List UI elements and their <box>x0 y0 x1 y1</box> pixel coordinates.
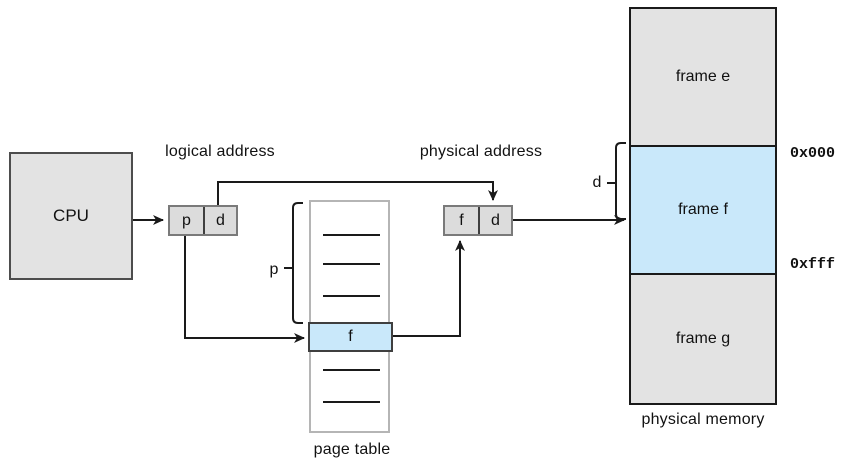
physical-memory-caption: physical memory <box>641 411 765 428</box>
frame-end-address: 0xfff <box>790 256 836 273</box>
logical-address-caption: logical address <box>165 143 275 160</box>
d-bracket-label: d <box>592 174 602 191</box>
page-table-box <box>309 200 390 433</box>
frame-f-label: frame f <box>678 201 728 218</box>
logical-p-cell: p <box>182 211 191 229</box>
page-table-caption: page table <box>313 441 391 458</box>
page-table-highlighted-entry: f <box>308 322 393 352</box>
physical-memory-box: frame e frame f frame g <box>629 7 777 405</box>
physical-d-cell: d <box>478 207 511 234</box>
memory-frame-g: frame g <box>631 275 775 403</box>
arrow-page-table-entry-to-physical-f <box>393 240 465 337</box>
page-table-entry-line <box>323 401 380 403</box>
physical-f-cell: f <box>459 211 464 229</box>
page-table-entry-line <box>323 234 380 236</box>
physical-address-register: f d <box>443 205 513 236</box>
cpu-box: CPU <box>9 152 133 280</box>
frame-start-address: 0x000 <box>790 145 836 162</box>
frame-g-label: frame g <box>675 330 731 347</box>
page-table-entry-line <box>323 295 380 297</box>
logical-d-cell: d <box>203 207 236 234</box>
logical-address-register: p d <box>168 205 238 236</box>
frame-e-label: frame e <box>675 68 731 85</box>
page-table-entry-line <box>323 369 380 371</box>
d-bracket <box>607 142 626 220</box>
memory-frame-f: frame f <box>631 145 775 275</box>
arrow-logical-p-to-page-table <box>184 236 305 343</box>
p-bracket-label: p <box>269 261 279 278</box>
memory-frame-e: frame e <box>631 9 775 145</box>
cpu-label: CPU <box>53 206 89 225</box>
page-table-entry-line <box>323 263 380 265</box>
page-table-entry-value: f <box>348 328 353 345</box>
p-bracket <box>284 202 303 324</box>
physical-address-caption: physical address <box>419 143 543 160</box>
